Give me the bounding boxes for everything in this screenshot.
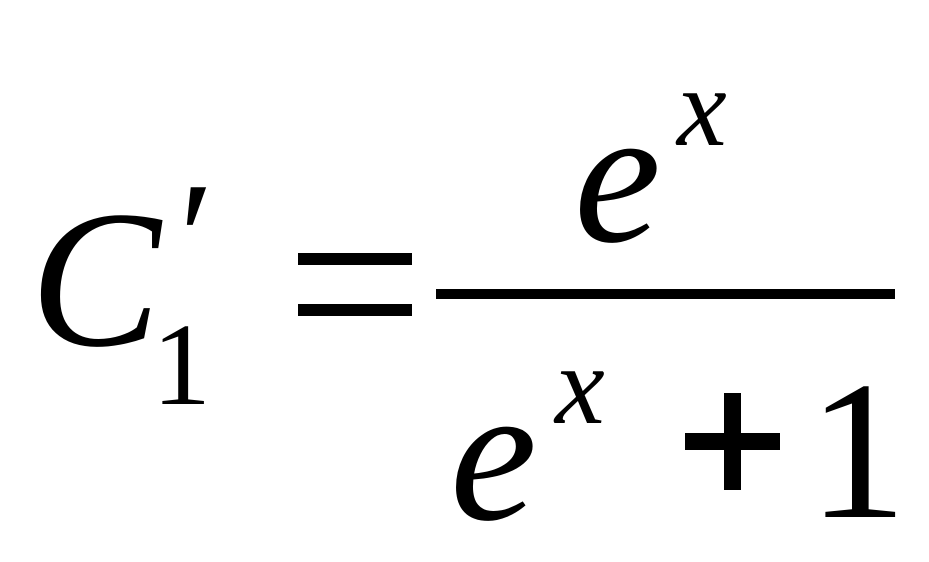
lhs-subscript: 1 — [152, 299, 211, 430]
lhs-symbol-c: C — [30, 171, 161, 388]
denominator-base: e — [450, 345, 537, 562]
lhs-prime-mark: ′ — [179, 149, 214, 327]
numerator-base: e — [574, 67, 661, 284]
math-formula: C 1 ′ e x e x 1 — [30, 46, 907, 552]
numerator-exponent: x — [677, 46, 727, 170]
plus-bar-vertical — [724, 393, 741, 490]
denominator-exponent: x — [555, 324, 605, 448]
fraction-bar — [436, 289, 895, 299]
equals-bar-bottom — [298, 304, 412, 316]
equals-bar-top — [298, 253, 412, 265]
denominator-constant: 1 — [808, 341, 907, 560]
